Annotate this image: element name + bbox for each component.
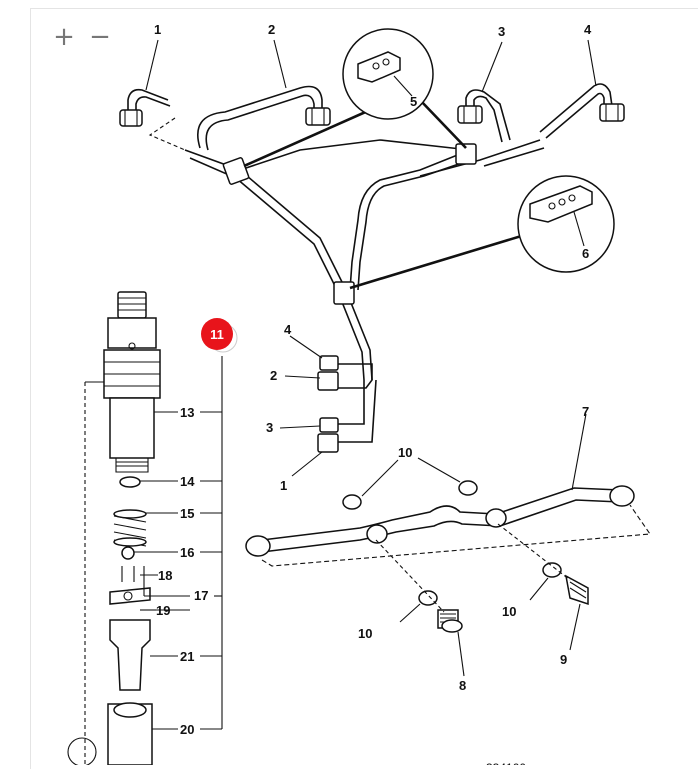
- callout-8: 8: [459, 678, 466, 693]
- callout-7: 7: [582, 404, 589, 419]
- callout-10-left: 10: [358, 626, 372, 641]
- callout-6: 6: [582, 246, 589, 261]
- callout-17: 17: [194, 588, 208, 603]
- callout-15: 15: [180, 506, 194, 521]
- zoom-out-button[interactable]: −: [89, 22, 111, 52]
- callout-4-side: 4: [284, 322, 292, 337]
- hotspot-11[interactable]: 11: [201, 318, 238, 353]
- callout-20: 20: [180, 722, 194, 737]
- callout-9: 9: [560, 652, 567, 667]
- injector-exploded-stack: [67, 291, 223, 765]
- callout-18: 18: [158, 568, 172, 583]
- callout-4: 4: [584, 22, 592, 37]
- callout-19: 19: [156, 603, 170, 618]
- pipe-end-fittings: [279, 335, 377, 477]
- upper-pipe-assembly: [119, 83, 625, 381]
- callout-13: 13: [180, 405, 194, 420]
- leak-off-rail: [245, 413, 651, 677]
- drawing-number: 334100: [486, 761, 526, 765]
- callout-10-right: 10: [502, 604, 516, 619]
- callout-2: 2: [268, 22, 275, 37]
- hotspot-11-label: 11: [210, 327, 224, 342]
- callout-2-side: 2: [270, 368, 277, 383]
- callout-10-top: 10: [398, 445, 412, 460]
- callout-labels: 1 2 3 4 5 6 4 2 3 1 7 10 10 10 8 9 13 14…: [145, 22, 597, 765]
- callout-5: 5: [410, 94, 417, 109]
- callout-14: 14: [180, 474, 195, 489]
- detail-circle-6: [517, 175, 615, 273]
- callout-3: 3: [498, 24, 505, 39]
- zoom-in-button[interactable]: +: [53, 22, 75, 52]
- callout-1-side: 1: [280, 478, 287, 493]
- detail-circle-5: [342, 28, 434, 120]
- callout-1: 1: [154, 22, 161, 37]
- callout-16: 16: [180, 545, 194, 560]
- callout-21: 21: [180, 649, 194, 664]
- callout-3-side: 3: [266, 420, 273, 435]
